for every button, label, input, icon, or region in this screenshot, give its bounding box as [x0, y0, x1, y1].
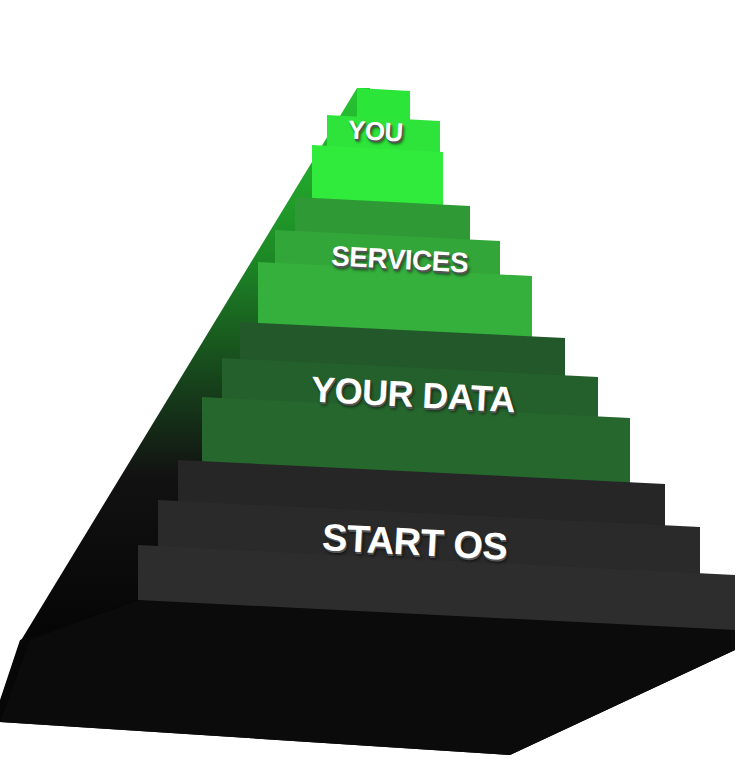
tier-label: YOUR DATA [310, 370, 518, 420]
tier-os-band: START OS [316, 516, 516, 580]
tier-services-band: SERVICES [325, 239, 476, 289]
tier-services [258, 197, 532, 344]
tier-label: SERVICES [330, 241, 470, 279]
tier-you-band: YOU [342, 111, 411, 155]
tier-start-os [138, 460, 735, 630]
tier-you [312, 88, 443, 212]
tier-data-band: YOUR DATA [305, 369, 523, 432]
tier-label: START OS [321, 517, 511, 569]
tier-label: YOU [347, 116, 405, 148]
